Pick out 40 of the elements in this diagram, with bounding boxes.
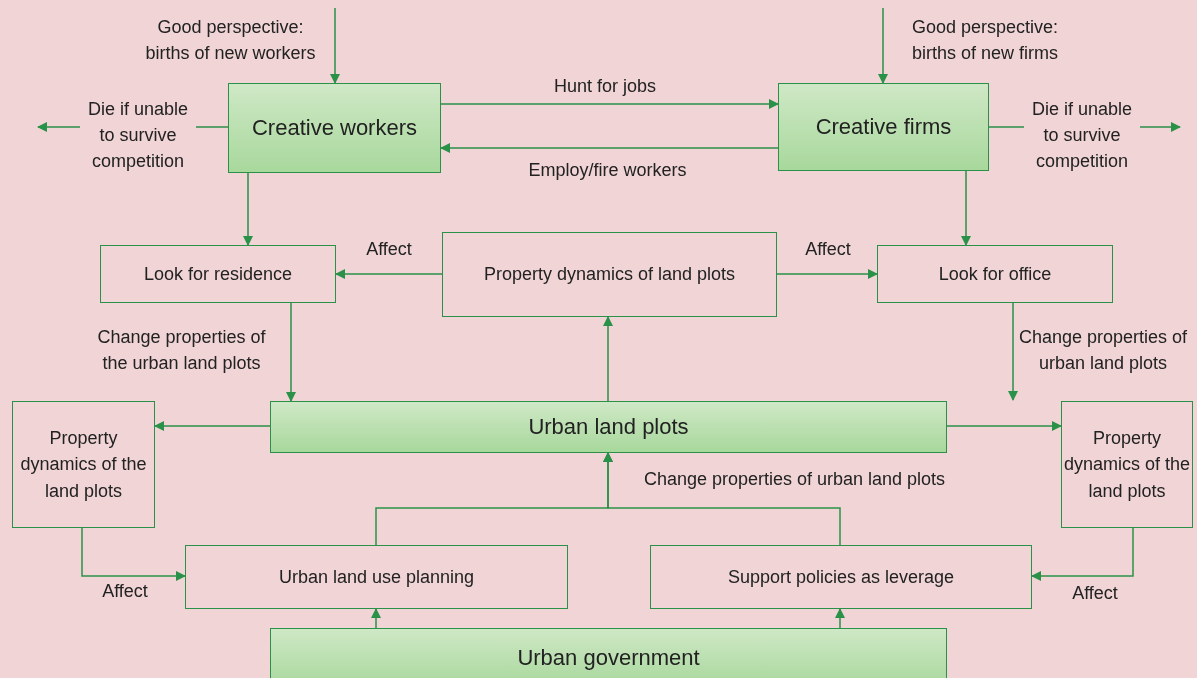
process-box	[270, 628, 947, 678]
process-box	[228, 83, 441, 173]
arrow	[878, 7, 888, 84]
box-label: Urban government	[517, 644, 700, 673]
box-label: Property dynamics of the land plots	[19, 427, 148, 503]
arrow	[961, 170, 971, 246]
arrow	[335, 269, 443, 279]
arrow	[776, 269, 878, 279]
outlined-box	[1061, 401, 1193, 528]
box-label: Urban land use planning	[278, 565, 475, 589]
arrow	[330, 7, 340, 84]
outlined-box	[12, 401, 155, 528]
outlined-box	[877, 245, 1113, 303]
box-label: Look for office	[938, 262, 1052, 286]
process-box	[270, 401, 947, 453]
arrow	[1031, 527, 1134, 581]
box-label: Support policies as leverage	[727, 565, 955, 589]
box-label: Creative firms	[815, 113, 952, 142]
arrow	[946, 421, 1062, 431]
arrow	[835, 608, 845, 629]
box-label: Urban land plots	[528, 413, 689, 442]
arrow	[81, 527, 186, 581]
outlined-box	[650, 545, 1032, 609]
arrow	[286, 302, 296, 402]
box-label: Property dynamics of land plots	[483, 263, 736, 287]
outlined-box	[100, 245, 336, 303]
outlined-box	[185, 545, 568, 609]
outlined-box	[442, 232, 777, 317]
arrow	[603, 316, 613, 402]
arrow	[243, 172, 253, 246]
box-label: Look for residence	[143, 262, 293, 286]
arrow	[440, 99, 779, 109]
arrow	[154, 421, 271, 431]
box-label: Creative workers	[251, 114, 417, 143]
arrow	[440, 143, 779, 153]
box-label: Property dynamics of the land plots	[1062, 427, 1192, 503]
arrow	[1008, 302, 1018, 401]
process-box	[778, 83, 989, 171]
arrow	[371, 608, 381, 629]
arrow	[603, 452, 841, 546]
